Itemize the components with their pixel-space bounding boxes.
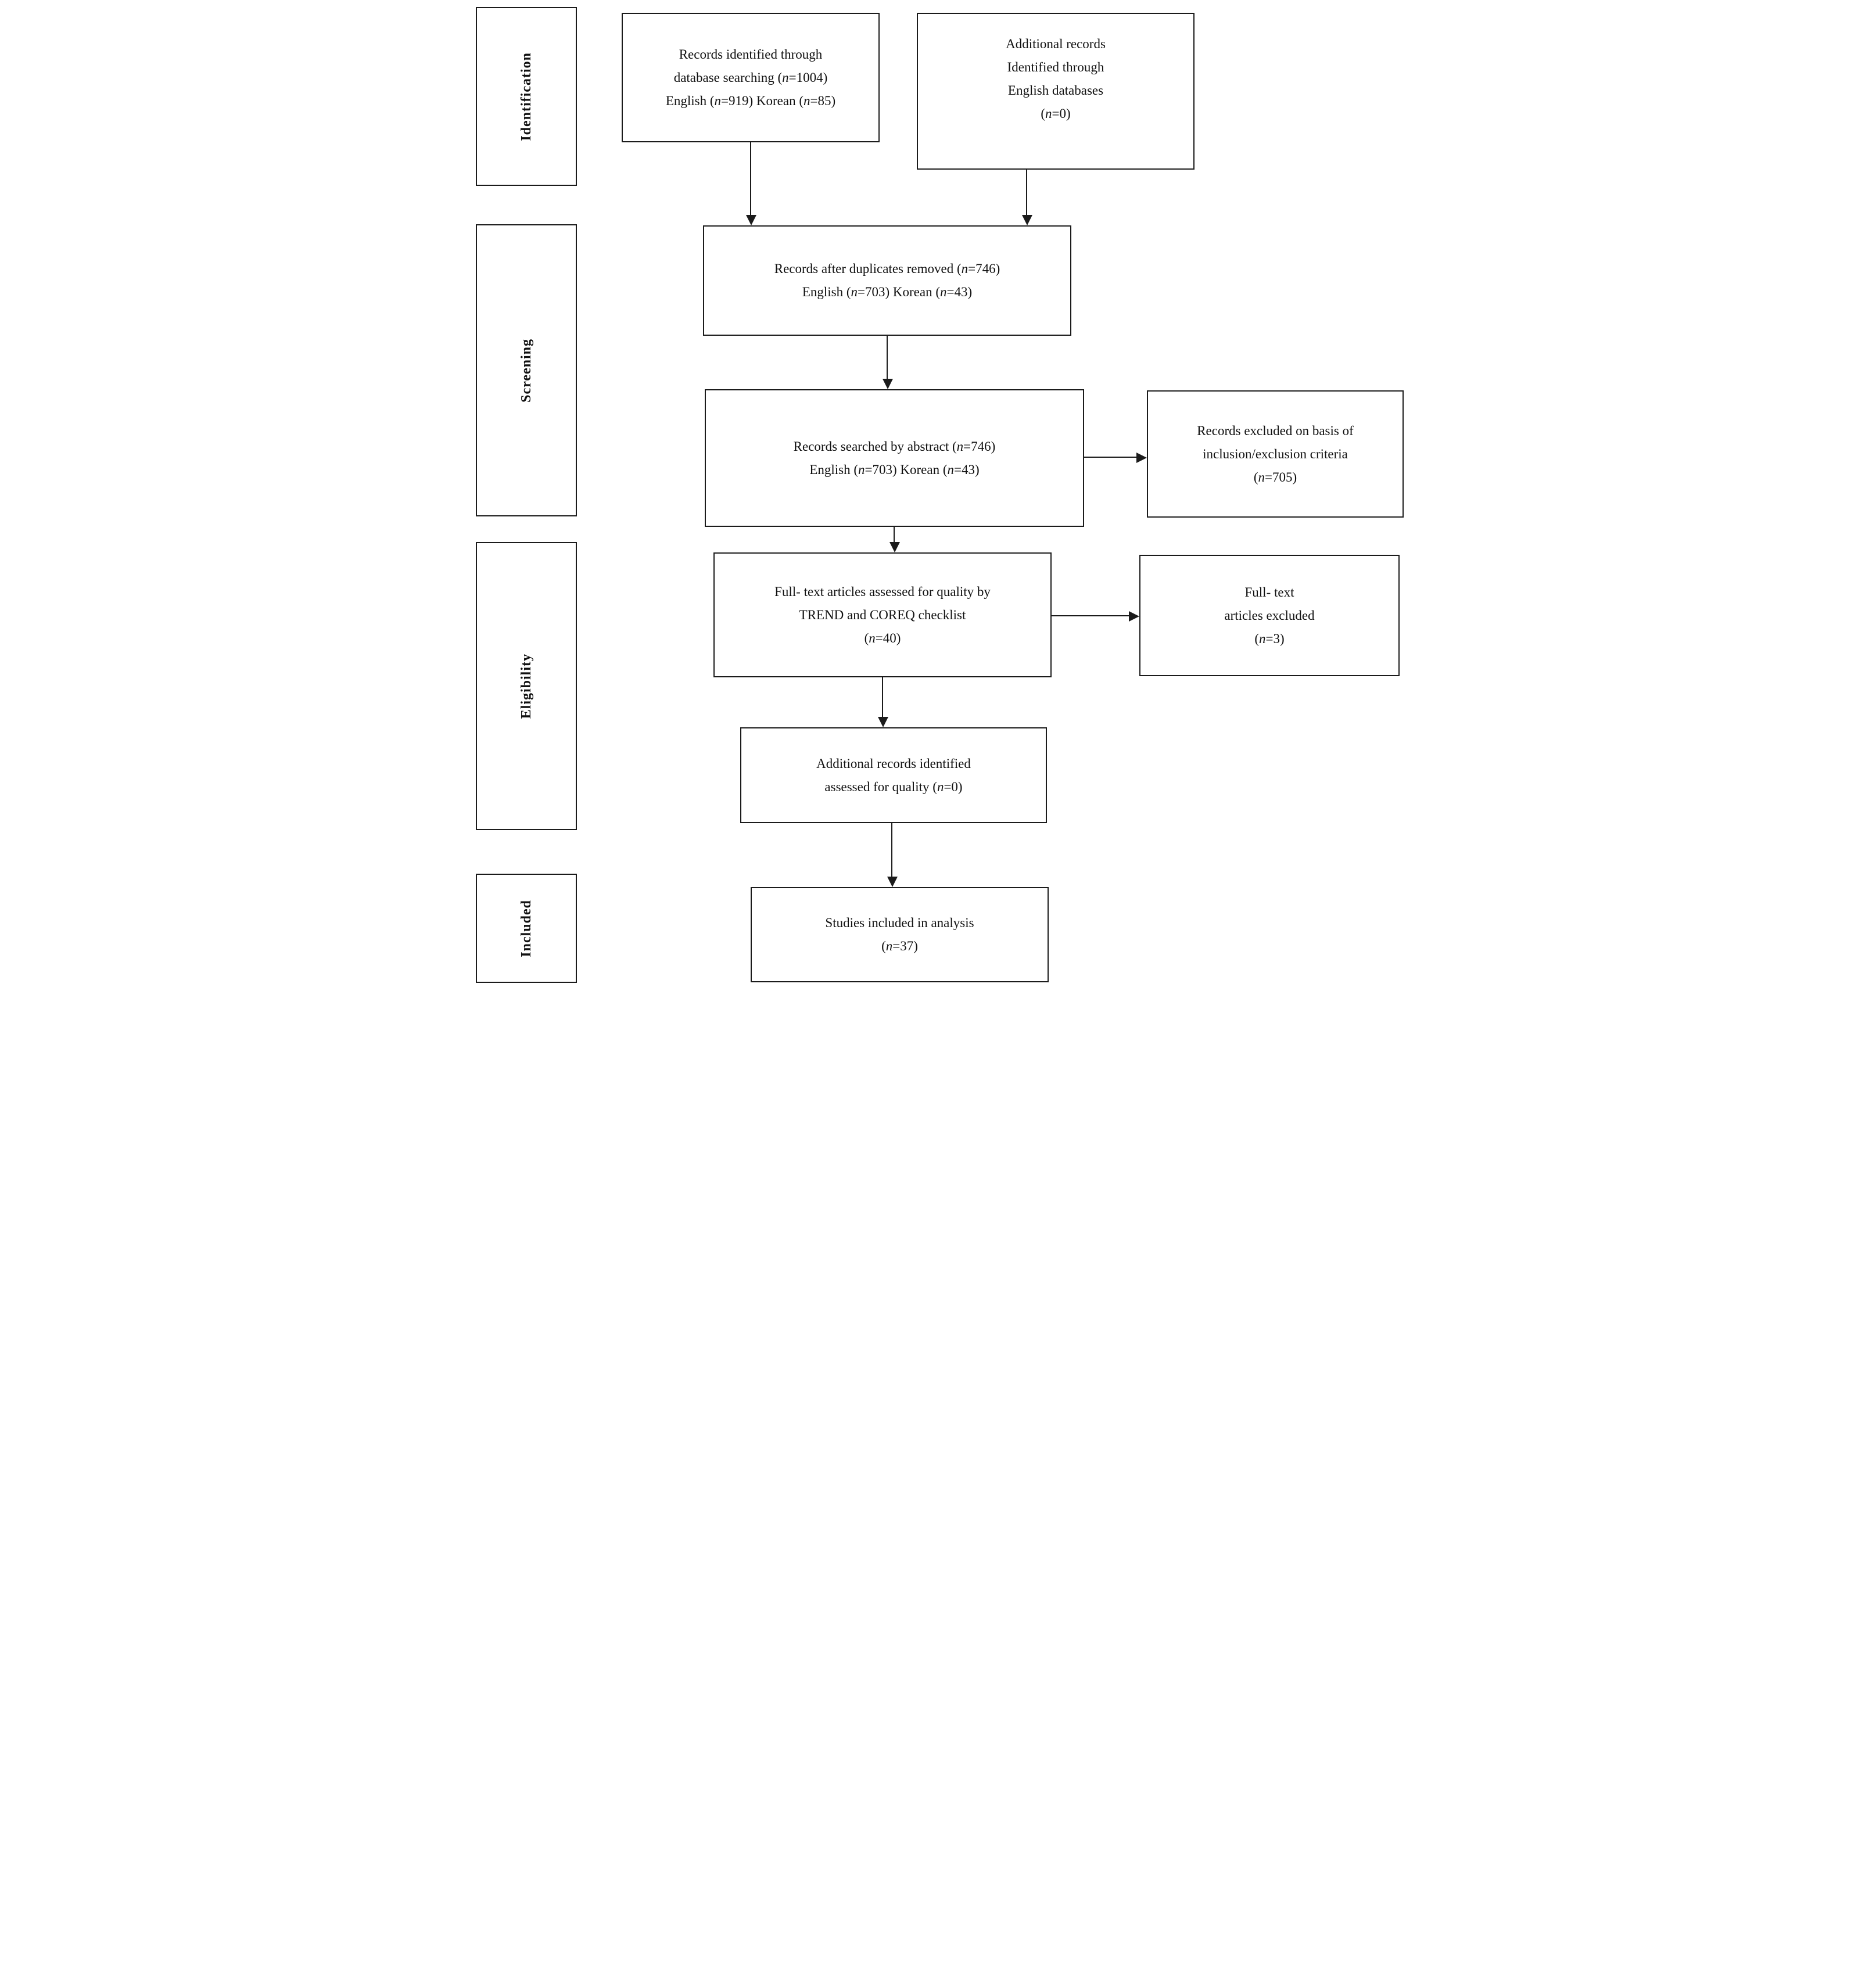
box-fulltext-assessed: Full- text articles assessed for quality… (713, 552, 1052, 677)
box-line: Full- text articles assessed for quality… (774, 584, 991, 599)
box-line: Records after duplicates removed (n=746) (774, 261, 1000, 276)
stage-box-identification: Identification (476, 7, 577, 186)
box-line: Additional records (1006, 37, 1106, 51)
box-line: database searching (n=1004) (673, 70, 828, 85)
box-line: articles excluded (1224, 608, 1315, 623)
stage-label-eligibility: Eligibility (518, 653, 534, 719)
box-line: (n=3) (1254, 631, 1285, 646)
box-studies-included: Studies included in analysis (n=37) (751, 887, 1049, 982)
arrow-additional-to-duplicates (1026, 170, 1027, 215)
box-line: (n=705) (1253, 469, 1297, 484)
box-line: Records searched by abstract (n=746) (793, 439, 996, 454)
box-line: English databases (1007, 83, 1104, 98)
box-additional-records-assessed: Additional records identified assessed f… (740, 727, 1047, 823)
box-line: (n=40) (864, 630, 901, 645)
stage-box-included: Included (476, 874, 577, 983)
box-line: (n=0) (1041, 106, 1071, 121)
arrow-fulltext-to-additional (882, 677, 883, 717)
box-line: Records excluded on basis of (1197, 423, 1354, 438)
stage-label-identification: Identification (518, 52, 534, 141)
arrow-duplicates-to-abstract (887, 336, 888, 379)
box-fulltext-excluded: Full- text articles excluded (n=3) (1139, 555, 1400, 676)
stage-label-included: Included (518, 899, 534, 957)
box-line: TREND and COREQ checklist (799, 607, 966, 622)
prisma-flow-diagram: Identification Screening Eligibility Inc… (469, 0, 1407, 989)
box-records-excluded: Records excluded on basis of inclusion/e… (1147, 390, 1404, 518)
stage-label-screening: Screening (518, 338, 534, 403)
box-line: English (n=703) Korean (n=43) (802, 285, 973, 299)
arrow-abstract-to-excluded (1084, 457, 1136, 458)
box-line: English (n=703) Korean (n=43) (809, 462, 980, 477)
box-line: assessed for quality (n=0) (824, 779, 963, 794)
arrow-abstract-to-fulltext (894, 527, 895, 542)
box-line: Studies included in analysis (825, 916, 974, 930)
box-line: inclusion/exclusion criteria (1203, 446, 1348, 461)
stage-box-screening: Screening (476, 224, 577, 516)
arrow-identified-to-duplicates (750, 142, 751, 215)
stage-box-eligibility: Eligibility (476, 542, 577, 830)
box-line: English (n=919) Korean (n=85) (665, 93, 836, 108)
arrow-fulltext-to-excluded (1052, 615, 1129, 616)
box-records-searched-by-abstract: Records searched by abstract (n=746) Eng… (705, 389, 1084, 527)
box-additional-records: Additional records Identified through En… (917, 13, 1195, 170)
box-line: Full- text (1244, 584, 1294, 599)
box-line: Additional records identified (816, 756, 971, 771)
arrow-additional-to-included (891, 823, 892, 877)
box-line: (n=37) (881, 939, 918, 953)
box-line: Identified through (1007, 60, 1104, 74)
box-records-after-duplicates: Records after duplicates removed (n=746)… (703, 225, 1071, 336)
box-line: Records identified through (679, 46, 823, 62)
box-records-identified: Records identified through database sear… (622, 13, 880, 142)
